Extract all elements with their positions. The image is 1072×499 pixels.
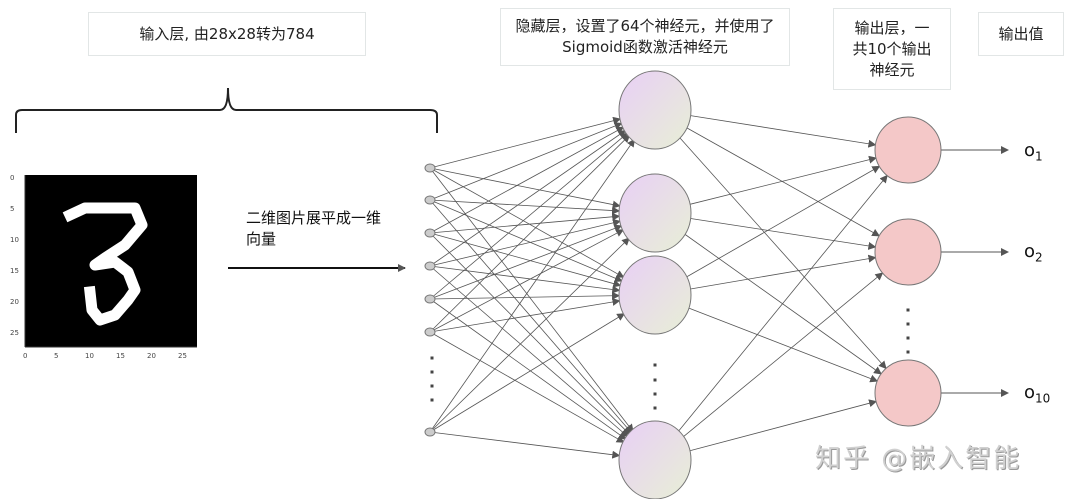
hidden-output-edge — [682, 272, 884, 438]
input-hidden-edge — [429, 298, 627, 440]
output-layer-label: 输出层，一共10个输出神经元 — [833, 8, 951, 90]
hidden-output-edge — [688, 307, 879, 383]
ellipsis-dot — [430, 398, 434, 402]
ellipsis-dot — [430, 356, 434, 360]
input-hidden-edge — [429, 132, 629, 300]
input-node — [424, 195, 436, 205]
output-o10: o10 — [1024, 382, 1051, 406]
input-hidden-edge — [429, 167, 634, 433]
input-hidden-edge — [429, 199, 623, 282]
ellipsis-dot — [906, 336, 910, 340]
y-tick-label: 20 — [10, 298, 19, 306]
input-node — [424, 327, 436, 337]
ellipsis-dot — [906, 308, 910, 312]
ellipsis-dot — [906, 350, 910, 354]
ellipsis-dot — [653, 378, 657, 382]
input-hidden-edge — [429, 298, 621, 333]
input-hidden-edge — [429, 229, 625, 333]
y-tick-label: 5 — [10, 205, 14, 213]
x-tick-label: 0 — [23, 352, 27, 360]
output-values-label: 输出值 — [978, 12, 1064, 56]
hidden-output-edge — [686, 165, 881, 278]
output-o1: o1 — [1024, 140, 1043, 164]
input-node — [424, 427, 436, 437]
hidden-output-edge — [678, 136, 887, 370]
hidden-layer-label: 隐藏层，设置了64个神经元，并使用了Sigmoid函数激活神经元 — [500, 8, 790, 66]
input-hidden-edge — [429, 134, 631, 333]
input-brace — [15, 87, 438, 133]
input-layer-label: 输入层, 由28x28转为784 — [88, 12, 366, 56]
input-hidden-edge — [429, 212, 621, 234]
x-tick-label: 10 — [85, 352, 94, 360]
input-hidden-edge — [429, 218, 621, 267]
ellipsis-dot — [653, 406, 657, 410]
hidden-node — [618, 70, 692, 150]
output-o2: o2 — [1024, 241, 1043, 265]
input-hidden-edge — [429, 232, 622, 288]
input-hidden-edge — [429, 265, 621, 294]
flatten-label: 二维图片展平成一维向量 — [246, 209, 382, 248]
output-node — [874, 218, 942, 286]
input-hidden-edge — [429, 237, 630, 433]
input-hidden-edge — [429, 331, 625, 443]
input-hidden-edge — [429, 199, 621, 215]
input-node — [424, 294, 436, 304]
input-node — [424, 163, 436, 173]
x-tick-label: 5 — [54, 352, 58, 360]
hidden-node — [618, 420, 692, 499]
y-tick-label: 10 — [10, 236, 19, 244]
input-node — [424, 261, 436, 271]
input-hidden-edge — [429, 138, 635, 433]
hidden-output-edge — [686, 127, 881, 237]
image-axis-ticks: 0 0 5 5 10 10 15 15 20 20 25 25 — [10, 174, 187, 360]
input-hidden-edge — [429, 122, 623, 201]
input-hidden-edge — [429, 116, 622, 169]
hidden-output-edge — [690, 115, 877, 148]
input-hidden-edge — [429, 126, 625, 234]
input-hidden-edge — [429, 431, 621, 459]
x-tick-label: 25 — [178, 352, 187, 360]
y-tick-label: 0 — [10, 174, 14, 182]
x-tick-label: 20 — [147, 352, 156, 360]
mnist-digit-image — [24, 175, 197, 348]
hidden-node — [618, 255, 692, 335]
watermark: 知乎 @嵌入智能 — [815, 444, 1022, 474]
input-hidden-edge — [429, 167, 621, 209]
input-hidden-edge — [429, 167, 625, 278]
output-node — [874, 116, 942, 184]
output-node — [874, 359, 942, 427]
input-hidden-edge — [429, 232, 631, 436]
ellipsis-dot — [906, 322, 910, 326]
input-node — [424, 228, 436, 238]
hidden-output-edge — [689, 399, 878, 452]
input-hidden-edge — [429, 224, 623, 300]
input-hidden-edge — [429, 129, 627, 267]
hidden-node — [618, 173, 692, 253]
input-hidden-edge — [429, 313, 626, 433]
hidden-output-edge — [677, 174, 888, 433]
hidden-output-edge — [690, 218, 877, 250]
hidden-output-edge — [690, 254, 877, 290]
ellipsis-dot — [653, 392, 657, 396]
input-hidden-edge — [429, 199, 633, 434]
ellipsis-dot — [430, 384, 434, 388]
y-tick-label: 15 — [10, 267, 19, 275]
ellipsis-dot — [430, 370, 434, 374]
x-tick-label: 15 — [116, 352, 125, 360]
y-tick-label: 25 — [10, 329, 19, 337]
ellipsis-dot — [653, 363, 657, 367]
input-hidden-edge — [429, 265, 629, 438]
hidden-output-edge — [689, 155, 877, 205]
